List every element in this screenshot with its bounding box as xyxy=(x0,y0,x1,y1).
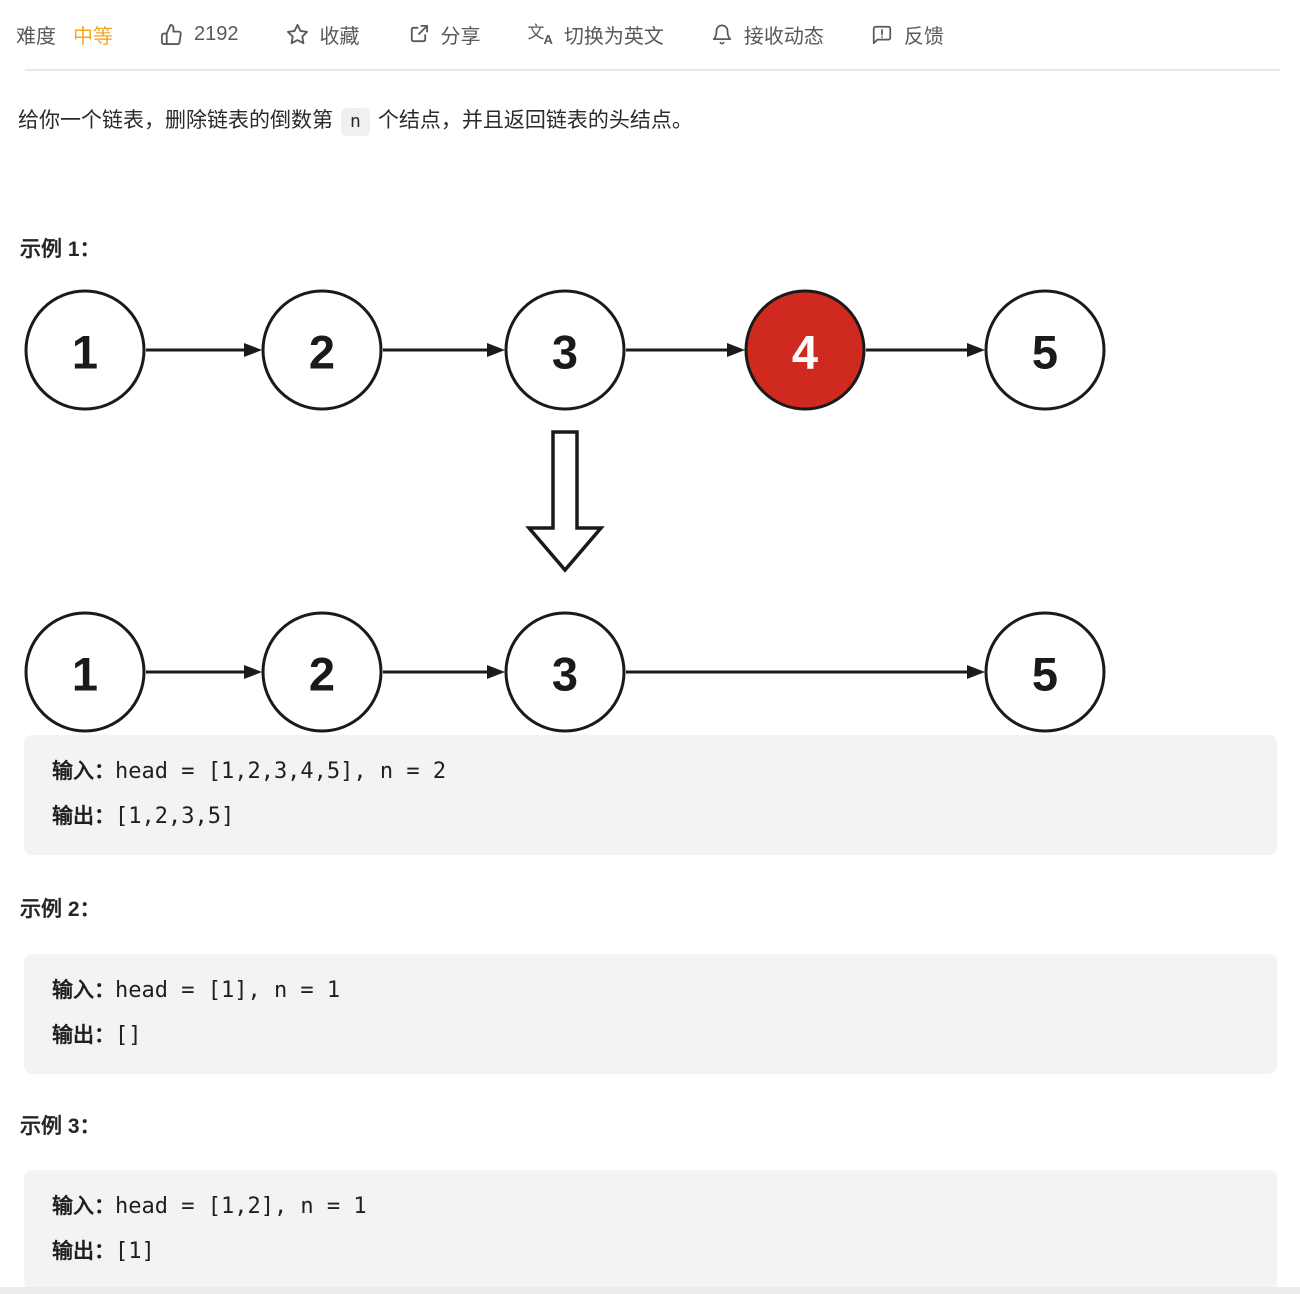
difficulty-label: 难度 xyxy=(16,26,56,48)
output-value: [] xyxy=(115,1023,142,1048)
node-circle-highlighted xyxy=(744,289,866,411)
feedback-button[interactable]: 反馈 xyxy=(871,20,944,49)
output-label: 输出： xyxy=(52,1024,115,1047)
node-circle xyxy=(504,611,626,733)
node-value: 3 xyxy=(552,326,578,379)
input-value: head = [1,2,3,4,5], n = 2 xyxy=(115,759,447,784)
feedback-label: 反馈 xyxy=(903,26,944,48)
example-3-output-line: 输出：[1] xyxy=(52,1230,1257,1275)
share-icon xyxy=(407,23,430,46)
input-label: 输入： xyxy=(52,979,115,1002)
statement-part1: 给你一个链表，删除链表的倒数第 xyxy=(18,109,333,132)
bottom-divider-bar xyxy=(0,1287,1300,1294)
thumbs-up-icon xyxy=(160,23,183,46)
node-value: 5 xyxy=(1032,648,1058,701)
node-value: 5 xyxy=(1032,326,1058,379)
node-circle xyxy=(24,611,146,733)
input-label: 输入： xyxy=(52,760,115,783)
example-2-code-block: 输入：head = [1], n = 1 输出：[] xyxy=(24,954,1277,1074)
node-value: 1 xyxy=(72,648,98,701)
linked-list-diagram: 1 2 3 4 5 1 2 3 5 xyxy=(0,280,1300,735)
node-circle xyxy=(504,289,626,411)
output-value: [1,2,3,5] xyxy=(115,804,235,829)
example-3-heading: 示例 3： xyxy=(20,1115,101,1138)
example-3-input-line: 输入：head = [1,2], n = 1 xyxy=(52,1185,1257,1230)
down-arrow xyxy=(525,430,605,573)
node-value: 3 xyxy=(552,648,578,701)
input-value: head = [1], n = 1 xyxy=(115,978,341,1003)
difficulty-indicator: 难度 中等 xyxy=(16,20,113,49)
difficulty-value: 中等 xyxy=(73,26,113,48)
like-button[interactable]: 2192 xyxy=(160,23,239,46)
node-circle xyxy=(984,611,1106,733)
likes-count: 2192 xyxy=(194,23,239,45)
example-3-code-block: 输入：head = [1,2], n = 1 输出：[1] xyxy=(24,1170,1277,1290)
node-value: 1 xyxy=(72,326,98,379)
inline-code-n: n xyxy=(341,108,370,136)
output-label: 输出： xyxy=(52,1240,115,1263)
feedback-icon xyxy=(871,24,893,46)
node-circle xyxy=(984,289,1106,411)
node-circle xyxy=(261,289,383,411)
example-2-input-line: 输入：head = [1], n = 1 xyxy=(52,969,1257,1014)
example-1-input-line: 输入：head = [1,2,3,4,5], n = 2 xyxy=(52,750,1257,795)
switch-language-label: 切换为英文 xyxy=(563,26,664,48)
node-value: 2 xyxy=(309,326,335,379)
input-label: 输入： xyxy=(52,1195,115,1218)
node-circle xyxy=(261,611,383,733)
favorite-button[interactable]: 收藏 xyxy=(286,20,360,49)
example-1-output-line: 输出：[1,2,3,5] xyxy=(52,795,1257,840)
example-1-heading: 示例 1： xyxy=(20,238,101,261)
output-label: 输出： xyxy=(52,805,115,828)
problem-statement: 给你一个链表，删除链表的倒数第 n 个结点，并且返回链表的头结点。 xyxy=(18,105,1276,138)
example-2-heading: 示例 2： xyxy=(20,898,101,921)
example-1-code-block: 输入：head = [1,2,3,4,5], n = 2 输出：[1,2,3,5… xyxy=(24,735,1277,855)
share-button[interactable]: 分享 xyxy=(407,20,481,49)
input-value: head = [1,2], n = 1 xyxy=(115,1194,367,1219)
node-circle xyxy=(24,289,146,411)
star-icon xyxy=(286,23,309,46)
statement-part2: 个结点，并且返回链表的头结点。 xyxy=(377,109,693,132)
example-2-output-line: 输出：[] xyxy=(52,1014,1257,1059)
toolbar-divider xyxy=(25,69,1280,71)
node-value-highlighted: 4 xyxy=(792,326,818,379)
favorite-label: 收藏 xyxy=(319,26,360,48)
subscribe-button[interactable]: 接收动态 xyxy=(711,20,824,49)
bell-icon xyxy=(711,23,733,46)
subscribe-label: 接收动态 xyxy=(743,26,824,48)
output-value: [1] xyxy=(115,1239,155,1264)
share-label: 分享 xyxy=(440,26,481,48)
node-value: 2 xyxy=(309,648,335,701)
